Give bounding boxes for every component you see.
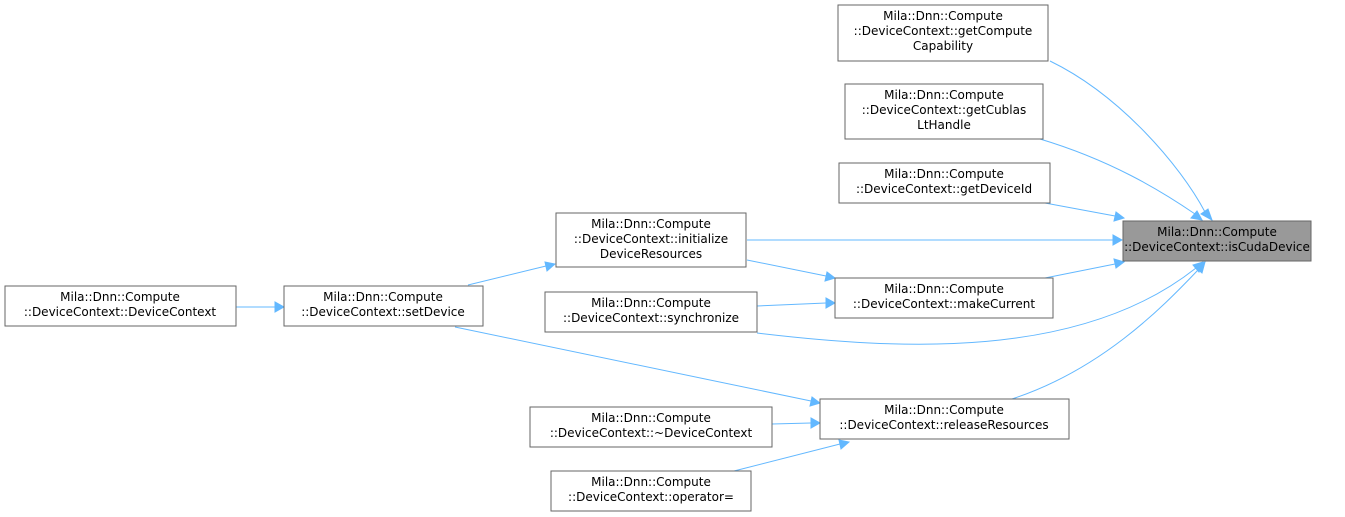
- edge-make-current-to-is-cuda-device: [1044, 258, 1126, 279]
- edge-operator-assign-to-release-resources: [733, 439, 851, 472]
- node-device-context-ctor-line-1: Mila::Dnn::Compute: [60, 290, 180, 304]
- node-set-device-line-2: ::DeviceContext::setDevice: [301, 305, 465, 319]
- node-get-cublas-lt-handle-line-2: ::DeviceContext::getCublas: [862, 103, 1026, 117]
- edge-get-compute-capability-to-is-cuda-device: [1049, 60, 1213, 222]
- node-initialize-device-resources-line-2: ::DeviceContext::initialize: [574, 232, 728, 246]
- node-synchronize[interactable]: Mila::Dnn::Compute ::DeviceContext::sync…: [544, 291, 758, 333]
- node-get-compute-capability[interactable]: Mila::Dnn::Compute ::DeviceContext::getC…: [837, 4, 1049, 62]
- node-get-device-id[interactable]: Mila::Dnn::Compute ::DeviceContext::getD…: [838, 162, 1051, 204]
- node-device-context-dtor-line-1: Mila::Dnn::Compute: [591, 411, 711, 425]
- node-make-current[interactable]: Mila::Dnn::Compute ::DeviceContext::make…: [834, 277, 1054, 319]
- edge-get-device-id-to-is-cuda-device: [1044, 202, 1126, 222]
- node-initialize-device-resources[interactable]: Mila::Dnn::Compute ::DeviceContext::init…: [555, 212, 747, 268]
- node-get-cublas-lt-handle-line-3: LtHandle: [917, 118, 971, 132]
- node-release-resources[interactable]: Mila::Dnn::Compute ::DeviceContext::rele…: [819, 398, 1070, 440]
- edge-set-device-to-release-resources: [454, 326, 822, 407]
- node-is-cuda-device-line-1: Mila::Dnn::Compute: [1157, 225, 1277, 239]
- edge-release-resources-to-is-cuda-device: [1011, 261, 1206, 400]
- node-is-cuda-device-line-2: ::DeviceContext::isCudaDevice: [1124, 240, 1310, 254]
- node-get-compute-capability-line-3: Capability: [913, 39, 973, 53]
- node-get-cublas-lt-handle-line-1: Mila::Dnn::Compute: [884, 88, 1004, 102]
- node-device-context-dtor-line-2: ::DeviceContext::~DeviceContext: [550, 426, 753, 440]
- edge-synchronize-to-make-current: [756, 297, 837, 309]
- node-device-context-ctor-line-2: ::DeviceContext::DeviceContext: [24, 305, 217, 319]
- node-get-device-id-line-1: Mila::Dnn::Compute: [884, 167, 1004, 181]
- edges-layer: [236, 60, 1213, 472]
- node-get-cublas-lt-handle[interactable]: Mila::Dnn::Compute ::DeviceContext::getC…: [844, 83, 1044, 140]
- edge-initialize-device-resources-to-is-cuda-device: [747, 234, 1124, 246]
- node-device-context-ctor[interactable]: Mila::Dnn::Compute ::DeviceContext::Devi…: [4, 285, 237, 327]
- node-get-compute-capability-line-2: ::DeviceContext::getCompute: [854, 24, 1033, 38]
- node-get-compute-capability-line-1: Mila::Dnn::Compute: [883, 9, 1003, 23]
- node-initialize-device-resources-line-1: Mila::Dnn::Compute: [591, 217, 711, 231]
- node-synchronize-line-2: ::DeviceContext::synchronize: [563, 311, 739, 325]
- nodes-layer: Mila::Dnn::Compute ::DeviceContext::isCu…: [4, 4, 1312, 512]
- node-device-context-dtor[interactable]: Mila::Dnn::Compute ::DeviceContext::~Dev…: [529, 406, 773, 448]
- node-set-device[interactable]: Mila::Dnn::Compute ::DeviceContext::setD…: [283, 285, 484, 327]
- edge-get-cublas-lt-handle-to-is-cuda-device: [1039, 138, 1203, 221]
- edge-set-device-to-initialize-device-resources: [467, 261, 557, 286]
- node-initialize-device-resources-line-3: DeviceResources: [600, 247, 702, 261]
- node-release-resources-line-1: Mila::Dnn::Compute: [884, 403, 1004, 417]
- node-set-device-line-1: Mila::Dnn::Compute: [323, 290, 443, 304]
- node-release-resources-line-2: ::DeviceContext::releaseResources: [839, 418, 1048, 432]
- node-operator-assign-line-2: ::DeviceContext::operator=: [568, 490, 734, 504]
- node-is-cuda-device: Mila::Dnn::Compute ::DeviceContext::isCu…: [1122, 220, 1312, 262]
- edge-initialize-device-resources-to-make-current: [746, 259, 837, 282]
- node-synchronize-line-1: Mila::Dnn::Compute: [591, 296, 711, 310]
- node-make-current-line-1: Mila::Dnn::Compute: [884, 282, 1004, 296]
- edge-device-context-ctor-to-set-device: [236, 301, 286, 313]
- node-make-current-line-2: ::DeviceContext::makeCurrent: [853, 297, 1036, 311]
- node-operator-assign[interactable]: Mila::Dnn::Compute ::DeviceContext::oper…: [550, 470, 752, 512]
- edge-device-context-dtor-to-release-resources: [771, 417, 822, 429]
- node-operator-assign-line-1: Mila::Dnn::Compute: [591, 475, 711, 489]
- node-get-device-id-line-2: ::DeviceContext::getDeviceId: [856, 182, 1032, 196]
